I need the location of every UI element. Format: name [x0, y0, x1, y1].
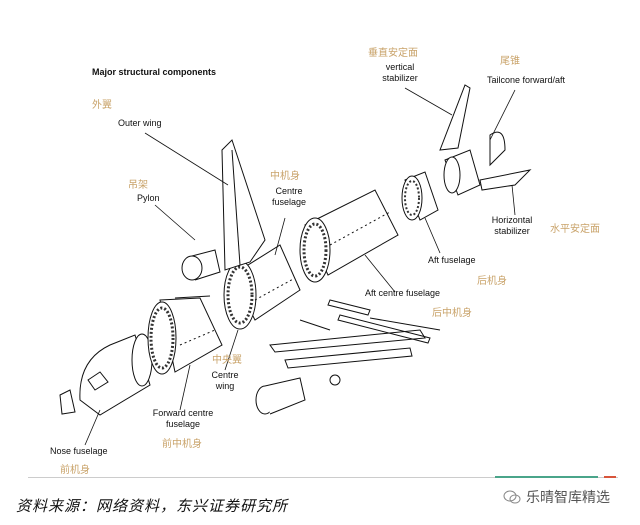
leader-lines — [84, 87, 516, 446]
brand-name: 乐晴智库精选 — [526, 489, 610, 505]
pylon-label-zh: 吊架 — [128, 180, 148, 191]
forward-centre-fuselage-label-zh: 前中机身 — [162, 439, 202, 450]
aft-fuselage-label-zh: 后机身 — [477, 276, 507, 287]
divider — [28, 477, 618, 478]
divider-accent-red — [604, 476, 616, 478]
tailcone-label: Tailcone forward/aft — [487, 75, 566, 85]
aft-centre-fuselage-shape — [299, 189, 399, 283]
diagram-title: Major structural components — [92, 67, 217, 77]
nose-fuselage-label-zh: 前机身 — [60, 465, 90, 476]
vertical-stabilizer-label-zh: 垂直安定面 — [368, 48, 418, 59]
outer-wing-label-zh: 外翼 — [92, 100, 112, 111]
pylon-label: Pylon — [137, 193, 160, 203]
outer-wing-label: Outer wing — [118, 118, 162, 128]
forward-centre-fuselage-shape — [147, 295, 223, 375]
centre-wing-label-zh: 中央翼 — [212, 355, 242, 366]
tail-shape — [439, 84, 532, 196]
nose-fuselage-shape — [59, 333, 153, 416]
aft-fuselage-shape — [401, 171, 439, 221]
tailcone-label-zh: 尾锥 — [500, 56, 520, 67]
divider-accent-green — [495, 476, 598, 478]
wechat-icon — [503, 490, 521, 504]
outer-wing-shape — [181, 139, 266, 281]
aft-centre-fuselage-label-zh: 后中机身 — [432, 308, 472, 319]
aft-fuselage-label: Aft fuselage — [428, 255, 476, 265]
aft-centre-fuselage-label: Aft centre fuselage — [365, 288, 441, 298]
horizontal-stabilizer-label-zh: 水平安定面 — [550, 224, 600, 235]
wing-panels-shape — [255, 299, 441, 415]
nose-fuselage-label: Nose fuselage — [50, 446, 108, 456]
centre-fuselage-shape — [223, 244, 301, 330]
centre-fuselage-label-zh: 中机身 — [270, 171, 300, 182]
brand-watermark: 乐晴智库精选 — [502, 487, 610, 507]
source-note: 资料来源：网络资料，东兴证券研究所 — [16, 497, 289, 515]
